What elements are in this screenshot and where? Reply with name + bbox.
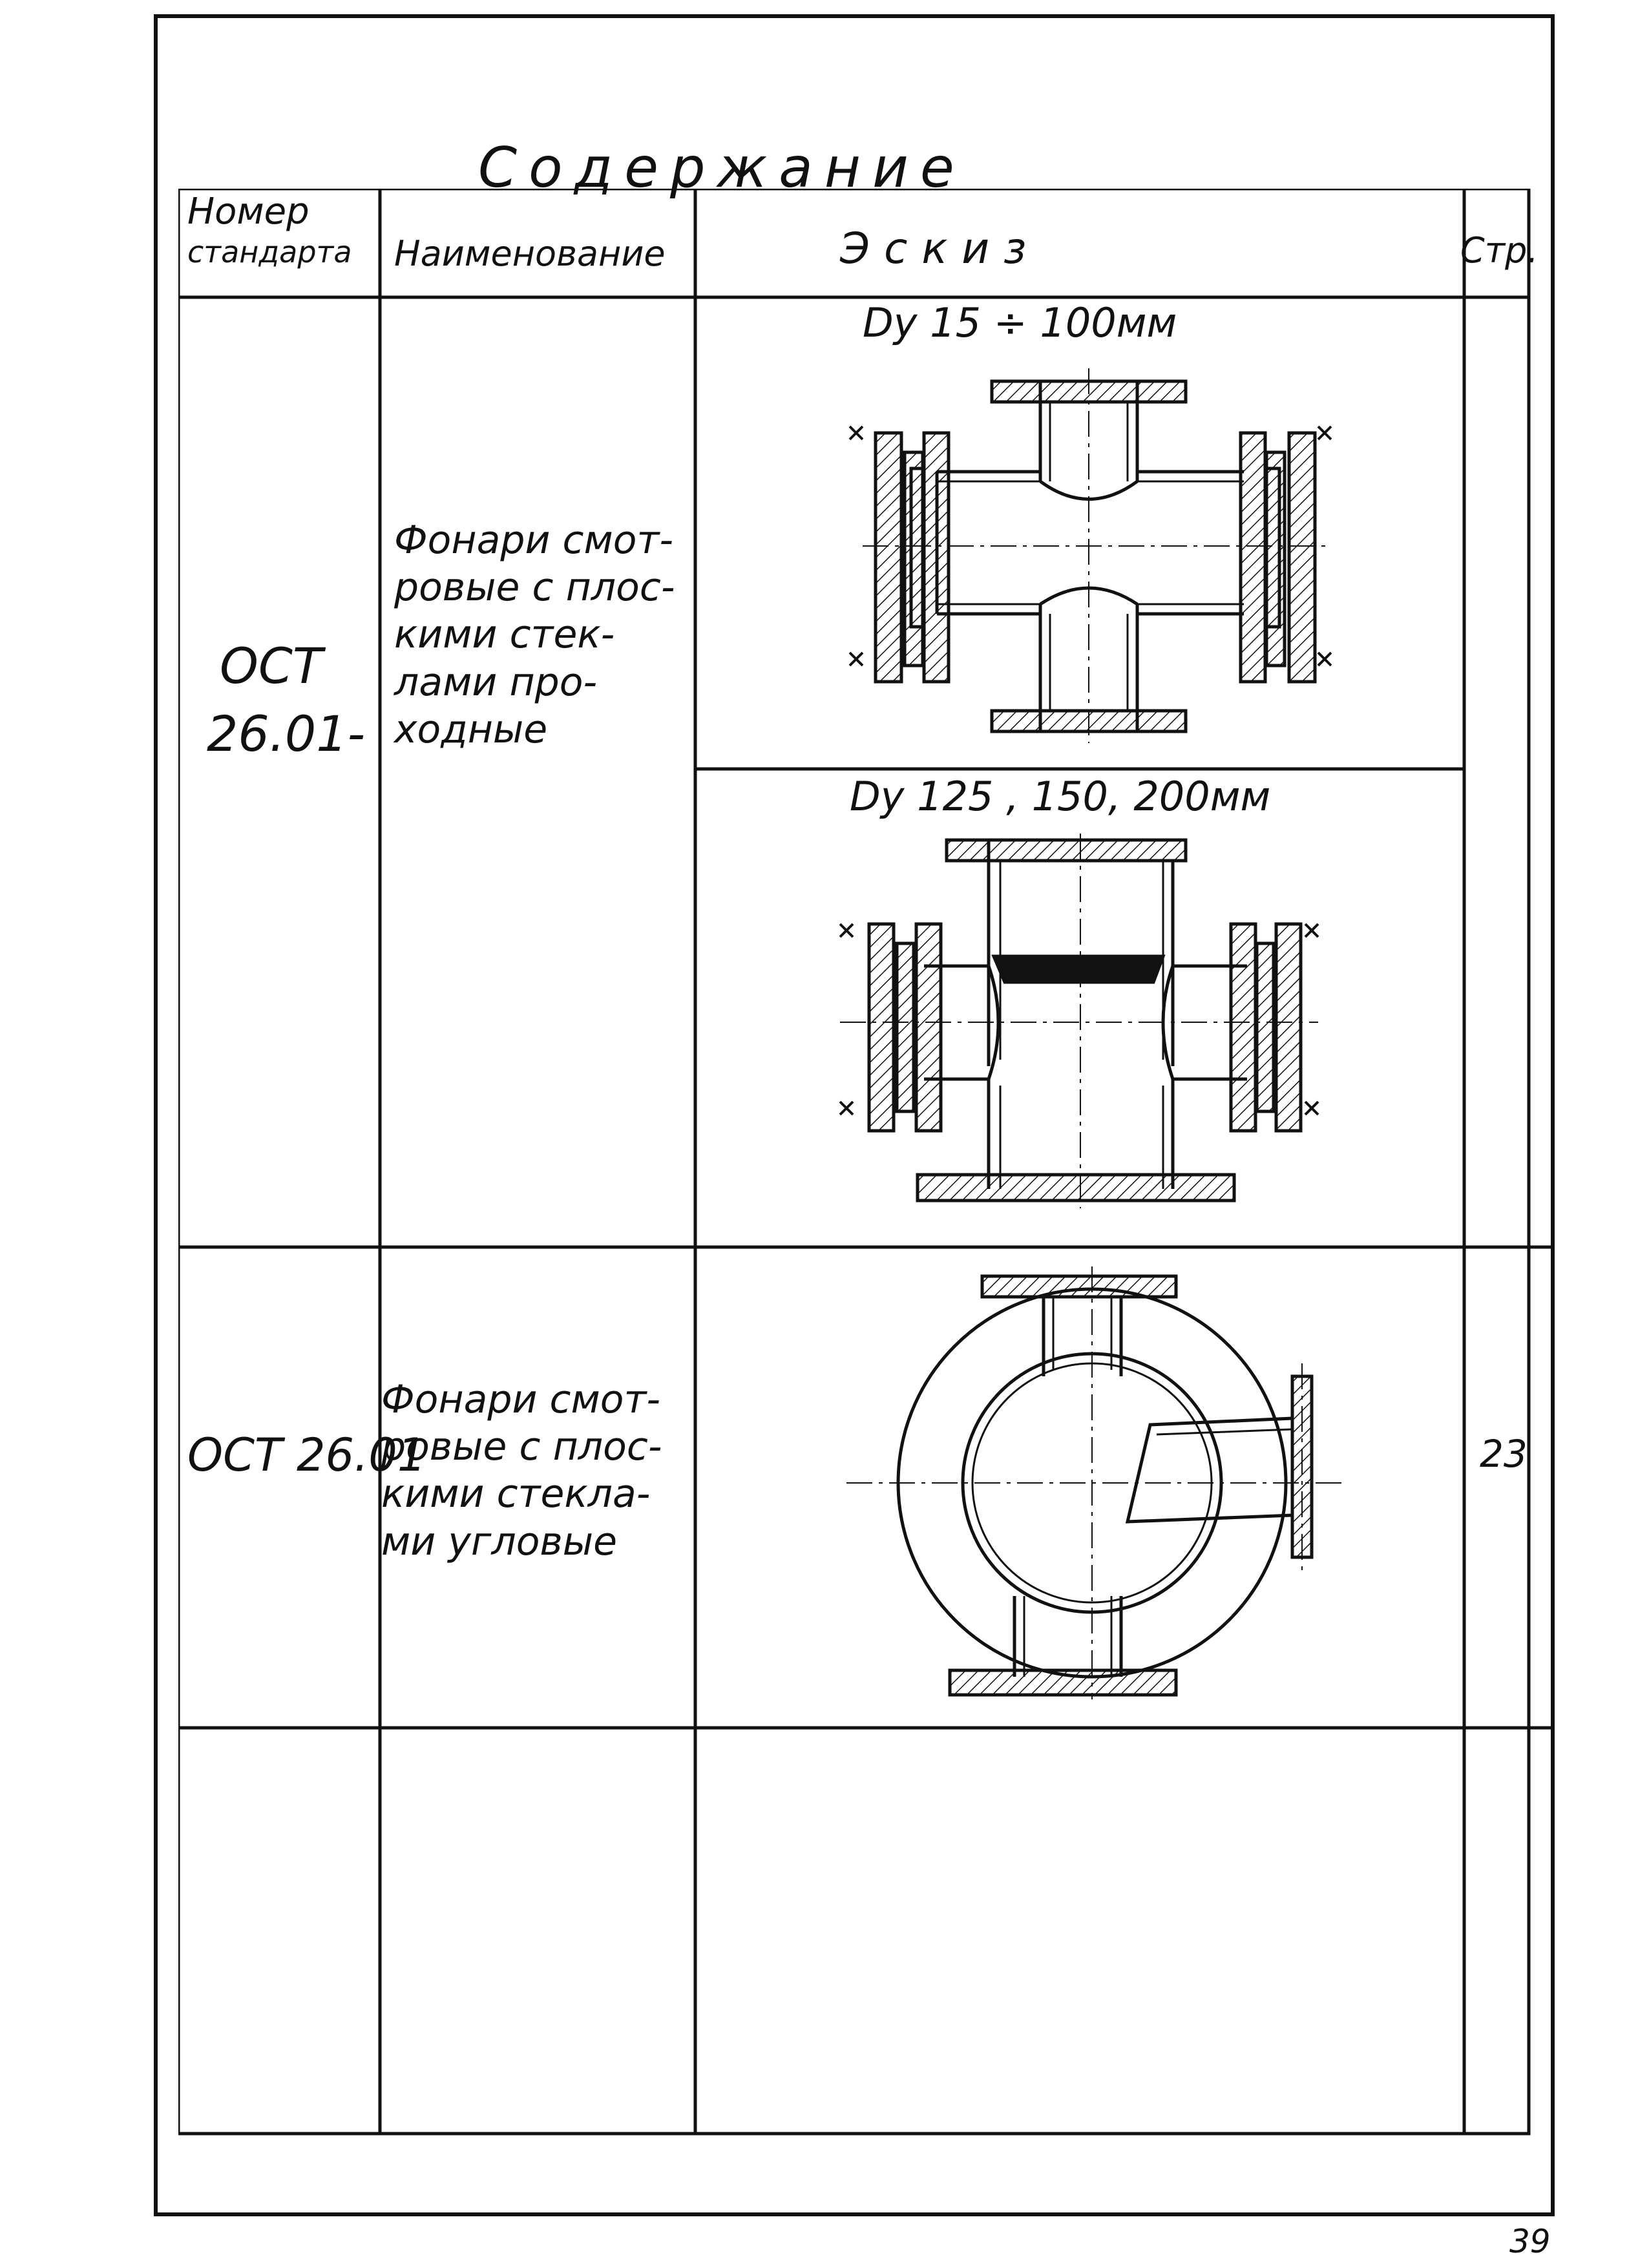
header-number: Номер [187, 191, 310, 233]
row2-name-line: ми угловые [381, 1518, 618, 1564]
row2-page: 23 [1480, 1432, 1528, 1476]
sketch-straight-large [839, 834, 1319, 1208]
row1-name: Фонари смот- ровые с плос- кими стек- ла… [394, 517, 675, 753]
sketch-angular [846, 1266, 1344, 1699]
sketch-label-dy-small: Dу 15 ÷ 100мм [863, 299, 1177, 346]
row2-name-line: ровые с плос- [381, 1424, 662, 1470]
header-sketch: Эскиз [840, 224, 1041, 273]
row1-name-line: Фонари смот- [394, 518, 674, 563]
row2-name-line: кими стекла- [381, 1471, 651, 1517]
sketch-straight-small [848, 368, 1332, 743]
row1-name-line: лами про- [394, 659, 598, 705]
row2-standard: ОСТ 26.01 [187, 1429, 426, 1482]
header-page: Стр. [1460, 230, 1539, 271]
row2-name-line: Фонари смот- [381, 1377, 661, 1422]
header-number-sub: стандарта [187, 235, 352, 269]
row1-standard-line1: ОСТ [220, 637, 323, 695]
contents-table [178, 189, 1555, 2136]
row1-standard-line2: 26.01- [207, 705, 365, 762]
row1-name-line: кими стек- [394, 612, 615, 658]
sketch-label-dy-large: Dу 125 , 150, 200мм [850, 773, 1271, 820]
row1-name-line: ходные [394, 706, 548, 752]
page-frame [154, 14, 1555, 2216]
header-name: Наименование [394, 233, 666, 274]
row1-name-line: ровые с плос- [394, 565, 675, 611]
row2-name: Фонари смот- ровые с плос- кими стекла- … [381, 1376, 662, 1566]
page-number: 39 [1509, 2223, 1551, 2260]
